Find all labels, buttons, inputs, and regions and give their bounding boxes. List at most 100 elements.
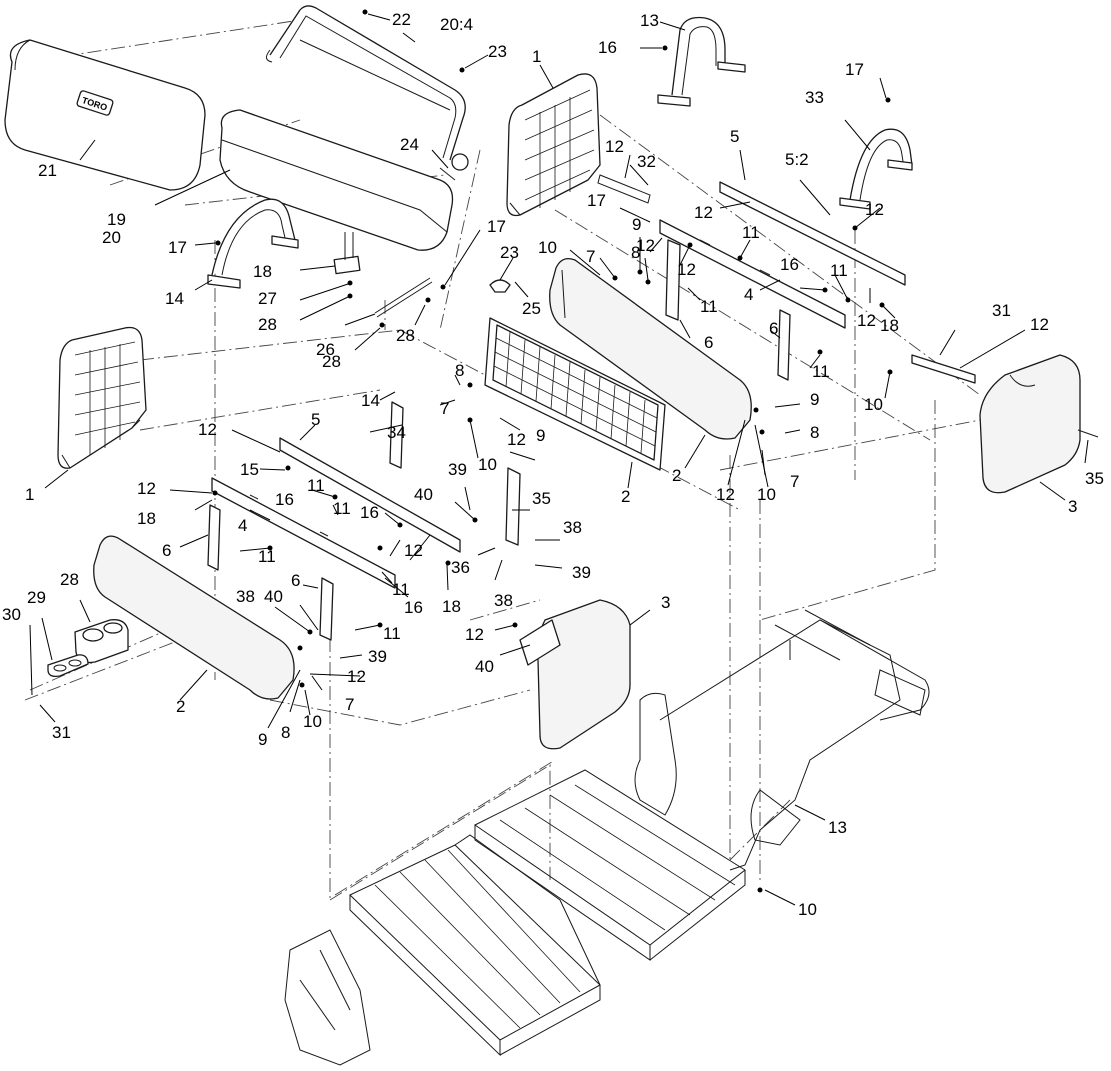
callout-5: 5 xyxy=(730,127,739,146)
callout-7: 7 xyxy=(440,399,449,418)
callout-11: 11 xyxy=(700,297,718,316)
right-armrest xyxy=(657,16,746,107)
callout-26: 25 xyxy=(522,299,541,318)
callout-29: 28 xyxy=(60,570,79,589)
callout-18: 18 xyxy=(880,316,899,335)
callout-2: 2 xyxy=(621,487,630,506)
callout-2: 2 xyxy=(672,466,681,485)
floor-plate-front xyxy=(349,844,601,1057)
callout-7: 7 xyxy=(586,247,595,266)
callout-38: 38 xyxy=(494,591,513,610)
callout-20-4: 20 xyxy=(102,228,121,247)
callout-10: 10 xyxy=(303,712,322,731)
callout-12: 12 xyxy=(347,667,366,686)
callout-21: 20:4 xyxy=(440,15,473,34)
callout-23: 22 xyxy=(392,10,411,29)
callout-6: 6 xyxy=(704,333,713,352)
callout-12: 12 xyxy=(137,479,156,498)
center-grille-panel xyxy=(484,317,666,471)
fastener-dots xyxy=(212,225,893,893)
callout-12: 12 xyxy=(198,420,217,439)
right-backrest-cushion xyxy=(549,257,752,440)
left-backrest-cushion xyxy=(93,535,295,700)
callout-8: 8 xyxy=(810,423,819,442)
callout-33: 32 xyxy=(637,152,656,171)
seat-bottom-cushion xyxy=(219,109,454,251)
callout-10: 10 xyxy=(757,485,776,504)
callout-9: 9 xyxy=(258,730,267,749)
callout-12: 12 xyxy=(465,625,484,644)
callout-6: 6 xyxy=(291,571,300,590)
callout-11: 11 xyxy=(830,261,848,280)
callout-17: 17 xyxy=(487,217,506,236)
callout-12: 12 xyxy=(404,541,423,560)
callout-5: 5 xyxy=(311,410,320,429)
assembly-lines xyxy=(24,19,981,901)
side-panel-left xyxy=(519,599,631,750)
callout-12: 12 xyxy=(694,203,713,222)
callout-10: 10 xyxy=(478,455,497,474)
callout-39: 39 xyxy=(368,647,387,666)
callout-20: 19 xyxy=(107,210,126,229)
callout-28: 28 xyxy=(258,315,277,334)
callout-40: 40 xyxy=(414,485,433,504)
callout-39: 39 xyxy=(572,563,591,582)
callout-25: 24 xyxy=(400,135,419,154)
lower-rail-right xyxy=(659,219,846,329)
callout-39: 38 xyxy=(563,518,582,537)
left-rails xyxy=(211,437,461,589)
front-frame-section xyxy=(284,834,601,1066)
callout-1: 1 xyxy=(532,47,541,66)
callout-8: 8 xyxy=(455,361,464,380)
callout-16: 16 xyxy=(404,598,423,617)
callout-labels: 1 1 2 2 2 3 3 4 4 5 5 5:2 6 6 6 6 7 7 7 … xyxy=(2,10,1104,919)
callout-9: 9 xyxy=(632,215,641,234)
callout-11: 11 xyxy=(258,547,276,566)
callout-4: 4 xyxy=(238,516,247,535)
vehicle-frame xyxy=(634,609,930,871)
callout-35: 35 xyxy=(532,489,551,508)
callout-12: 12 xyxy=(1030,315,1049,334)
callout-6: 6 xyxy=(769,319,778,338)
callout-14: 14 xyxy=(165,289,184,308)
callout-41: 40 xyxy=(475,657,494,676)
callout-16: 16 xyxy=(780,255,799,274)
callout-36: 35 xyxy=(1085,469,1104,488)
callout-13: 13 xyxy=(828,818,847,837)
callout-32: 31 xyxy=(992,301,1011,320)
callout-12: 12 xyxy=(507,430,526,449)
callout-34: 33 xyxy=(805,88,824,107)
callout-18: 18 xyxy=(137,509,156,528)
callout-1: 1 xyxy=(25,485,34,504)
callout-40: 40 xyxy=(264,587,283,606)
callout-12: 12 xyxy=(605,137,624,156)
callout-12: 12 xyxy=(677,260,696,279)
toro-logo-badge xyxy=(76,90,114,116)
callout-11: 11 xyxy=(742,223,760,242)
callout-35: 34 xyxy=(387,423,406,442)
callout-8: 8 xyxy=(281,723,290,742)
callout-13: 12 xyxy=(865,200,884,219)
callout-38: 38 xyxy=(236,587,255,606)
callout-23: 23 xyxy=(488,42,507,61)
callout-28: 28 xyxy=(322,352,341,371)
callout-27: 26 xyxy=(316,340,335,359)
grab-bar xyxy=(266,5,469,171)
callout-9: 9 xyxy=(536,426,545,445)
callout-11: 11 xyxy=(392,580,410,599)
armrest-34 xyxy=(839,128,913,210)
callout-30: 29 xyxy=(27,588,46,607)
callout-9: 9 xyxy=(810,390,819,409)
callout-7: 7 xyxy=(790,472,799,491)
side-panel-right xyxy=(911,354,1099,494)
callout-24: 23 xyxy=(500,243,519,262)
callout-15: 14 xyxy=(361,391,380,410)
callout-12: 12 xyxy=(636,236,655,255)
seat-hardware xyxy=(215,9,891,328)
callout-11: 11 xyxy=(812,362,830,381)
callout-17: 17 xyxy=(168,238,187,257)
callout-10: 10 xyxy=(864,395,883,414)
callout-16: 16 xyxy=(275,490,294,509)
callout-12: 12 xyxy=(857,311,876,330)
